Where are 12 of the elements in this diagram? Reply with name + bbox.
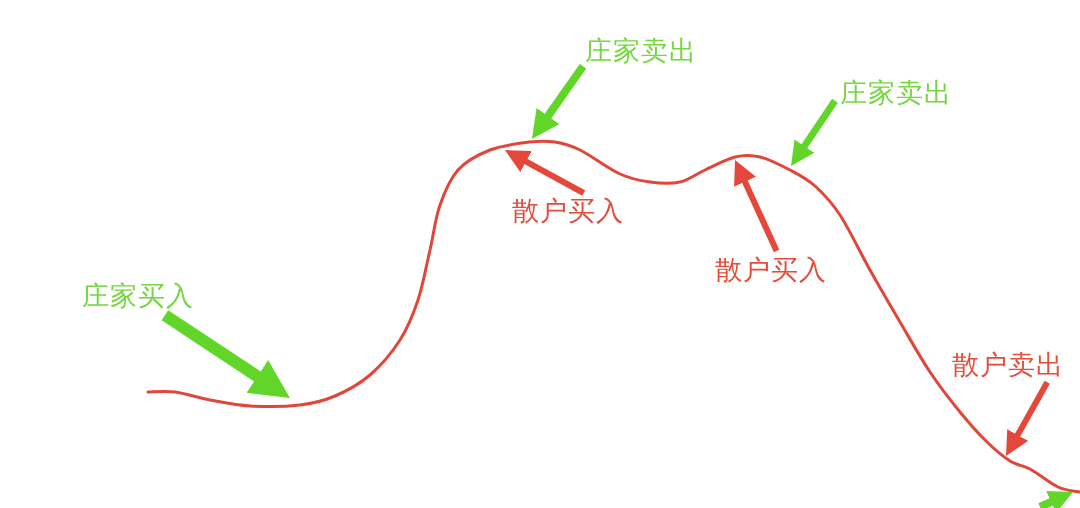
arrow <box>161 310 290 399</box>
arrow <box>1006 380 1050 456</box>
annotation-label: 庄家买入 <box>82 281 194 312</box>
arrow <box>504 150 586 196</box>
arrow <box>791 98 838 167</box>
annotation-label: 庄家卖出 <box>585 36 697 67</box>
annotation-label: 散户卖出 <box>952 350 1064 381</box>
annotation-label: 庄家卖出 <box>840 78 952 109</box>
annotation-label: 散户买入 <box>512 196 624 227</box>
arrow <box>531 63 587 139</box>
annotation-label: 散户买入 <box>715 255 827 286</box>
arrow <box>734 160 780 253</box>
